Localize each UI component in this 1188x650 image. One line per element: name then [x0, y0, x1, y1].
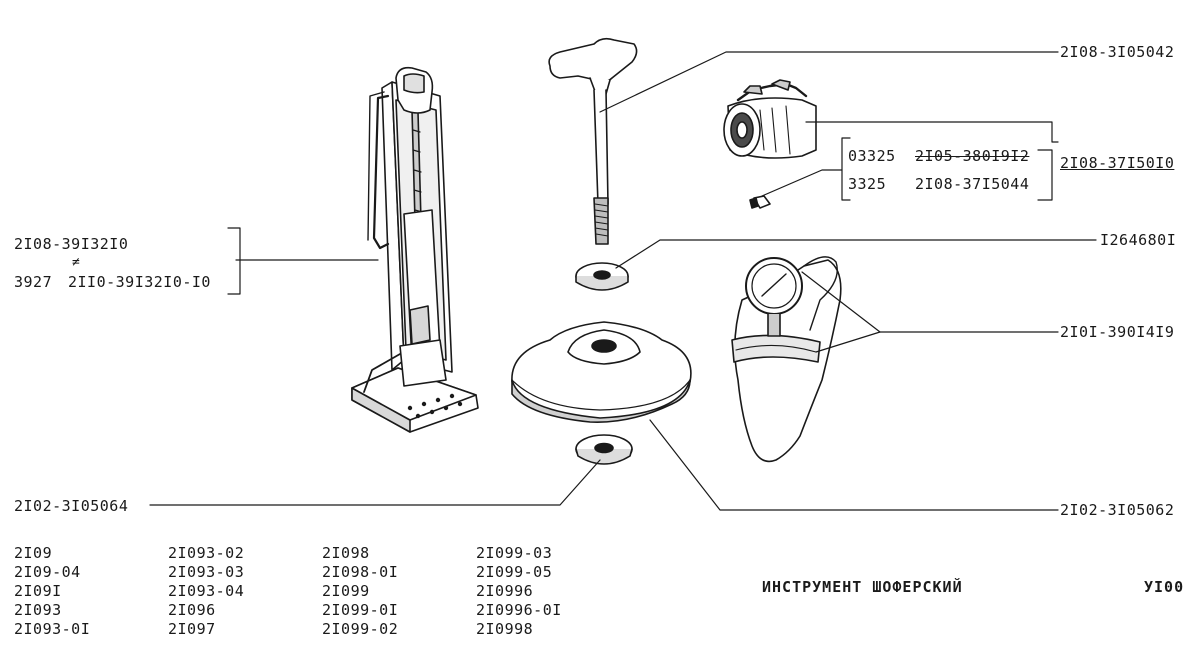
model-item: 2I093-02 — [168, 544, 245, 562]
label-lamp-sub-1-code: 03325 — [848, 147, 896, 165]
washer-bottom-drawing — [575, 434, 633, 465]
page-title: ИНСТРУМЕНТ ШОФЕРСКИЙ — [762, 578, 963, 596]
model-list-col-3: 2I098 2I098-0I 2I099 2I099-0I 2I099-02 — [322, 544, 398, 639]
label-washer-bottom: 2I02-3I05064 — [14, 497, 129, 515]
model-item: 2I09-04 — [14, 563, 81, 581]
model-item: 2I0996-0I — [476, 601, 562, 619]
model-item: 2I098 — [322, 544, 370, 562]
label-jack-main: 2I08-39I32I0 — [14, 235, 129, 253]
model-item: 2I099 — [322, 582, 370, 600]
model-item: 2I099-05 — [476, 563, 553, 581]
model-item: 2I099-0I — [322, 601, 399, 619]
model-item: 2I09I — [14, 582, 62, 600]
label-lamp-sub-2-part: 2I08-37I5044 — [915, 175, 1030, 193]
label-jack-alt-code: 3927 — [14, 273, 53, 291]
model-item: 2I0996 — [476, 582, 534, 600]
jack-drawing — [351, 66, 479, 433]
jack-pad-drawing — [511, 321, 692, 423]
model-item: 2I097 — [168, 620, 216, 638]
model-item: 2I096 — [168, 601, 216, 619]
model-list-col-1: 2I09 2I09-04 2I09I 2I093 2I093-0I — [14, 544, 90, 639]
model-item: 2I093 — [14, 601, 62, 619]
model-item: 2I093-03 — [168, 563, 245, 581]
inspection-lamp-drawing — [723, 79, 817, 209]
model-item: 2I09 — [14, 544, 53, 562]
model-item: 2I099-02 — [322, 620, 399, 638]
model-list-col-2: 2I093-02 2I093-03 2I093-04 2I096 2I097 — [168, 544, 244, 639]
label-jack-pad: 2I02-3I05062 — [1060, 501, 1175, 519]
tbar-wrench-drawing — [548, 37, 638, 245]
washer-top-drawing — [575, 262, 629, 291]
label-lamp-assembly: 2I08-37I50I0 — [1060, 154, 1175, 172]
model-item: 2I099-03 — [476, 544, 553, 562]
model-list-col-4: 2I099-03 2I099-05 2I0996 2I0996-0I 2I099… — [476, 544, 562, 639]
label-pressure-gauge: 2I0I-390I4I9 — [1060, 323, 1175, 341]
leader-lines — [149, 51, 1097, 511]
model-item: 2I093-04 — [168, 582, 245, 600]
label-washer-top: I264680I — [1100, 231, 1177, 249]
label-lamp-sub-2-code: 3325 — [848, 175, 887, 193]
page-code: УI00 — [1144, 578, 1185, 596]
model-item: 2I0998 — [476, 620, 534, 638]
model-item: 2I098-0I — [322, 563, 399, 581]
label-jack-alt-part: 2II0-39I32I0-I0 — [68, 273, 211, 291]
label-lamp-sub-1-part: 2I05-380I9I2 — [915, 147, 1030, 165]
model-item: 2I093-0I — [14, 620, 91, 638]
label-tbar-wrench: 2I08-3I05042 — [1060, 43, 1175, 61]
label-jack-not-equal: ≠ — [72, 255, 81, 270]
pressure-gauge-drawing — [731, 256, 842, 463]
